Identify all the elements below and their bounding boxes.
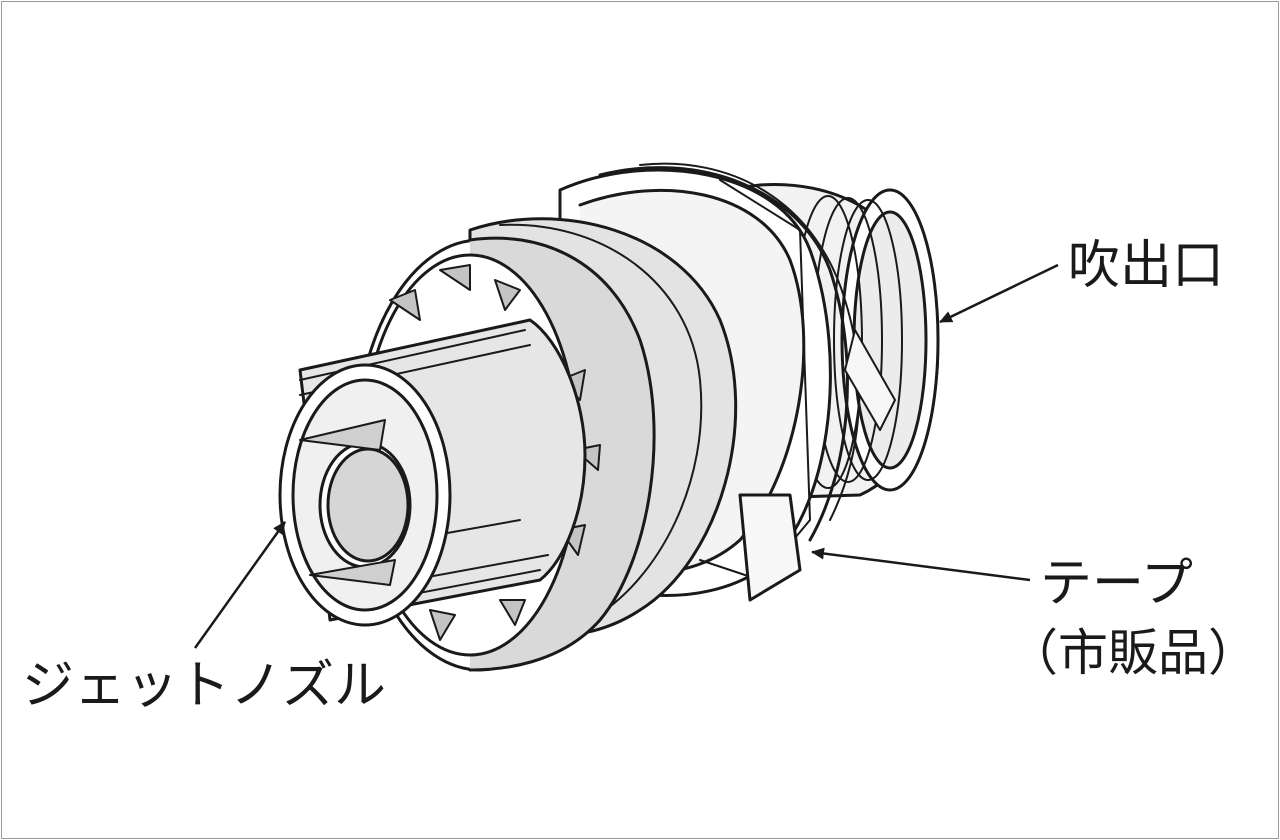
jet-nozzle bbox=[278, 318, 587, 627]
outlet-leader-arrow bbox=[939, 263, 1059, 324]
tape-leader-arrow bbox=[811, 547, 1031, 582]
tape-label: テープ bbox=[1040, 554, 1193, 614]
jet-nozzle-label: ジェットノズル bbox=[22, 656, 387, 716]
jet-nozzle-leader-arrow bbox=[193, 521, 287, 649]
tape-commercial-note: （市販品） bbox=[1008, 624, 1258, 682]
outlet-label: 吹出口 bbox=[1068, 236, 1225, 296]
